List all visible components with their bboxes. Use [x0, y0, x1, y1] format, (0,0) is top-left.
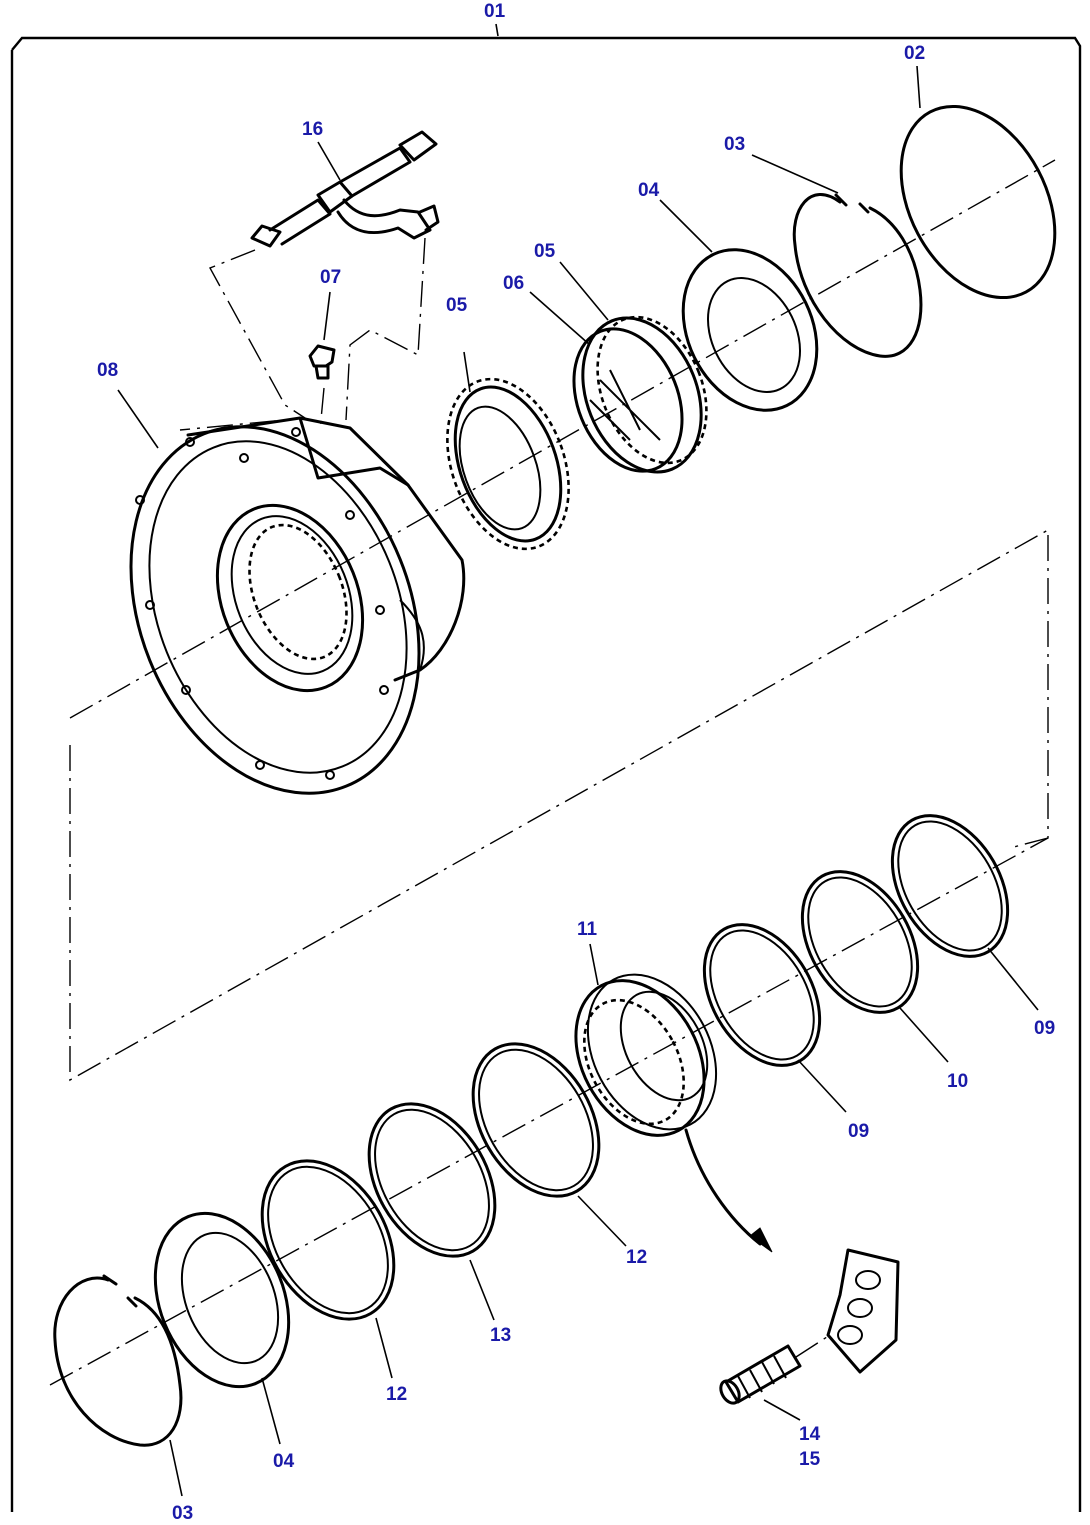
part-13-ring — [367, 1102, 497, 1321]
callout-03-upper: 03 — [724, 134, 745, 155]
part-02-o-ring — [899, 65, 1057, 300]
callout-05-upper: 05 — [534, 241, 556, 262]
part-04-washer-lower — [153, 1211, 291, 1445]
callout-14: 14 — [799, 1424, 821, 1445]
housing-bolt-holes — [135, 427, 389, 780]
part-09-ring-middle — [702, 923, 847, 1113]
part-05-toothed-ring — [446, 351, 570, 551]
callout-04-lower: 04 — [273, 1451, 295, 1472]
group-connector-frame — [69, 528, 1049, 1082]
part-04-washer-upper — [659, 199, 819, 412]
callout-06: 06 — [503, 273, 524, 294]
callout-16: 16 — [302, 119, 323, 140]
upper-center-axis — [69, 159, 1056, 719]
callout-05-lower: 05 — [446, 295, 468, 316]
part-12-ring-upper — [471, 1042, 627, 1247]
lower-center-axis — [49, 837, 1049, 1386]
callout-07: 07 — [320, 267, 341, 288]
part-06-clutch-hub — [529, 261, 708, 474]
callout-02: 02 — [904, 43, 925, 64]
callout-03-lower: 03 — [172, 1503, 193, 1524]
callout-09-right: 09 — [1034, 1018, 1055, 1039]
callout-11: 11 — [577, 919, 598, 940]
part-03-snap-ring-lower — [53, 1274, 183, 1497]
callout-09-middle: 09 — [848, 1121, 869, 1142]
callout-01: 01 — [484, 1, 506, 22]
assembly-frame — [10, 36, 1082, 1512]
part-08-housing — [117, 389, 466, 795]
part-11-piston — [574, 943, 773, 1253]
part-09-ring-right — [890, 814, 1039, 1011]
part-14-15-spring-detail — [719, 1248, 900, 1421]
callout-13: 13 — [490, 1325, 511, 1346]
callout-12-lower: 12 — [386, 1384, 407, 1405]
callout-08: 08 — [97, 360, 118, 381]
detail-arrow-head — [749, 1227, 773, 1253]
callout-10: 10 — [947, 1071, 968, 1092]
part-10-ring — [800, 870, 949, 1063]
callout-15: 15 — [799, 1449, 821, 1470]
callout-04-upper: 04 — [638, 180, 660, 201]
part-12-ring-lower — [260, 1159, 396, 1379]
callout-12-upper: 12 — [626, 1247, 647, 1268]
part-03-snap-ring-upper — [751, 154, 923, 358]
part-07-plug — [308, 291, 336, 431]
part-16-pipe-fitting — [179, 130, 440, 431]
